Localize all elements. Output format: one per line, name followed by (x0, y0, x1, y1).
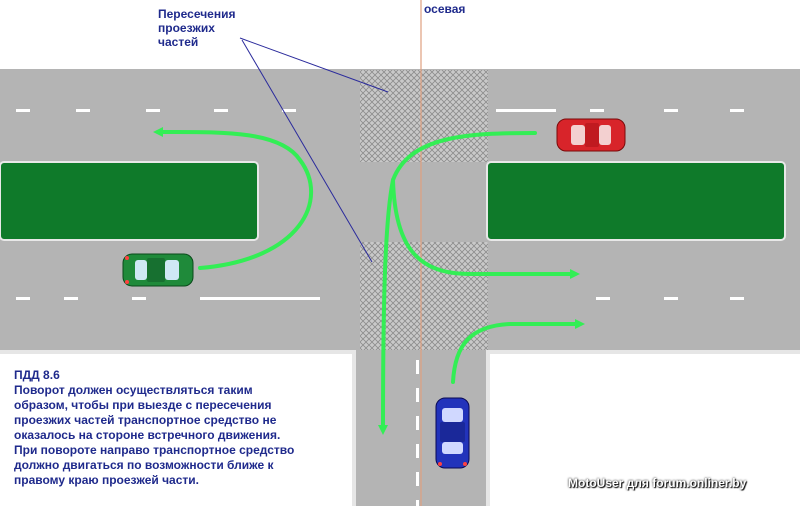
lane-dash (416, 500, 419, 506)
pointer-line-north (239, 37, 389, 93)
lane-dash (214, 109, 228, 112)
white-area-left (0, 354, 352, 506)
arrow-east-from-center (391, 178, 580, 279)
lane-dash (596, 297, 610, 300)
rule-line: должно двигаться по возможности ближе к (14, 458, 274, 472)
lane-dash (664, 109, 678, 112)
lane-dash (146, 109, 160, 112)
rule-line: При повороте направо транспортное средст… (14, 443, 295, 457)
lane-dash (76, 109, 90, 112)
rule-line: образом, чтобы при выезде с пересечения (14, 398, 272, 412)
red-car (556, 118, 626, 152)
pointer-line-south (241, 39, 373, 263)
lane-dash (210, 297, 320, 300)
intersections-label-line: частей (158, 35, 199, 49)
lane-dash (200, 297, 214, 300)
lane-dash (416, 472, 419, 486)
road-edge-vertical-left (352, 354, 356, 506)
green-car (122, 253, 194, 287)
trajectory-arrows (153, 126, 585, 435)
axis-label: осевая (424, 2, 466, 16)
lane-dash (16, 109, 30, 112)
lane-dash (416, 444, 419, 458)
lane-dash (16, 297, 30, 300)
road-edge-top (0, 66, 800, 69)
lane-dash (132, 297, 146, 300)
blue-car (435, 397, 470, 469)
lane-dash (590, 109, 604, 112)
rule-line: оказалось на стороне встречного движения… (14, 428, 281, 442)
rule-line: Поворот должен осуществляться таким (14, 383, 253, 397)
intersections-label-line: Пересечения (158, 7, 236, 21)
lane-dash (730, 297, 744, 300)
intersections-label: Пересечения проезжих частей (158, 7, 278, 49)
lane-dash (496, 109, 556, 112)
lane-dash (282, 109, 296, 112)
road-edge-bottom-left (0, 350, 356, 354)
intersections-label-line: проезжих (158, 21, 215, 35)
arrow-right-turn-east (451, 319, 585, 384)
rule-title: ПДД 8.6 (14, 368, 60, 382)
arrow-u-turn-left (153, 126, 314, 270)
crossing-zone-south (360, 242, 488, 350)
rule-text-box: ПДД 8.6 Поворот должен осуществляться та… (14, 368, 354, 488)
white-area-right (490, 354, 800, 506)
lane-dash (416, 388, 419, 402)
lane-dash (64, 297, 78, 300)
lane-markings (16, 109, 744, 506)
lane-dash (416, 360, 419, 374)
median-right (486, 161, 786, 241)
median-left (0, 161, 259, 241)
road-edge-vertical-right (486, 354, 490, 506)
rule-line: проезжих частей транспортное средство не (14, 413, 277, 427)
lane-dash (664, 297, 678, 300)
road-edge-bottom-right (486, 350, 800, 354)
rule-line: правому краю проезжей части. (14, 473, 199, 487)
lane-dash (730, 109, 744, 112)
lane-dash (416, 416, 419, 430)
watermark: MotoUser для forum.onliner.by (568, 476, 747, 490)
